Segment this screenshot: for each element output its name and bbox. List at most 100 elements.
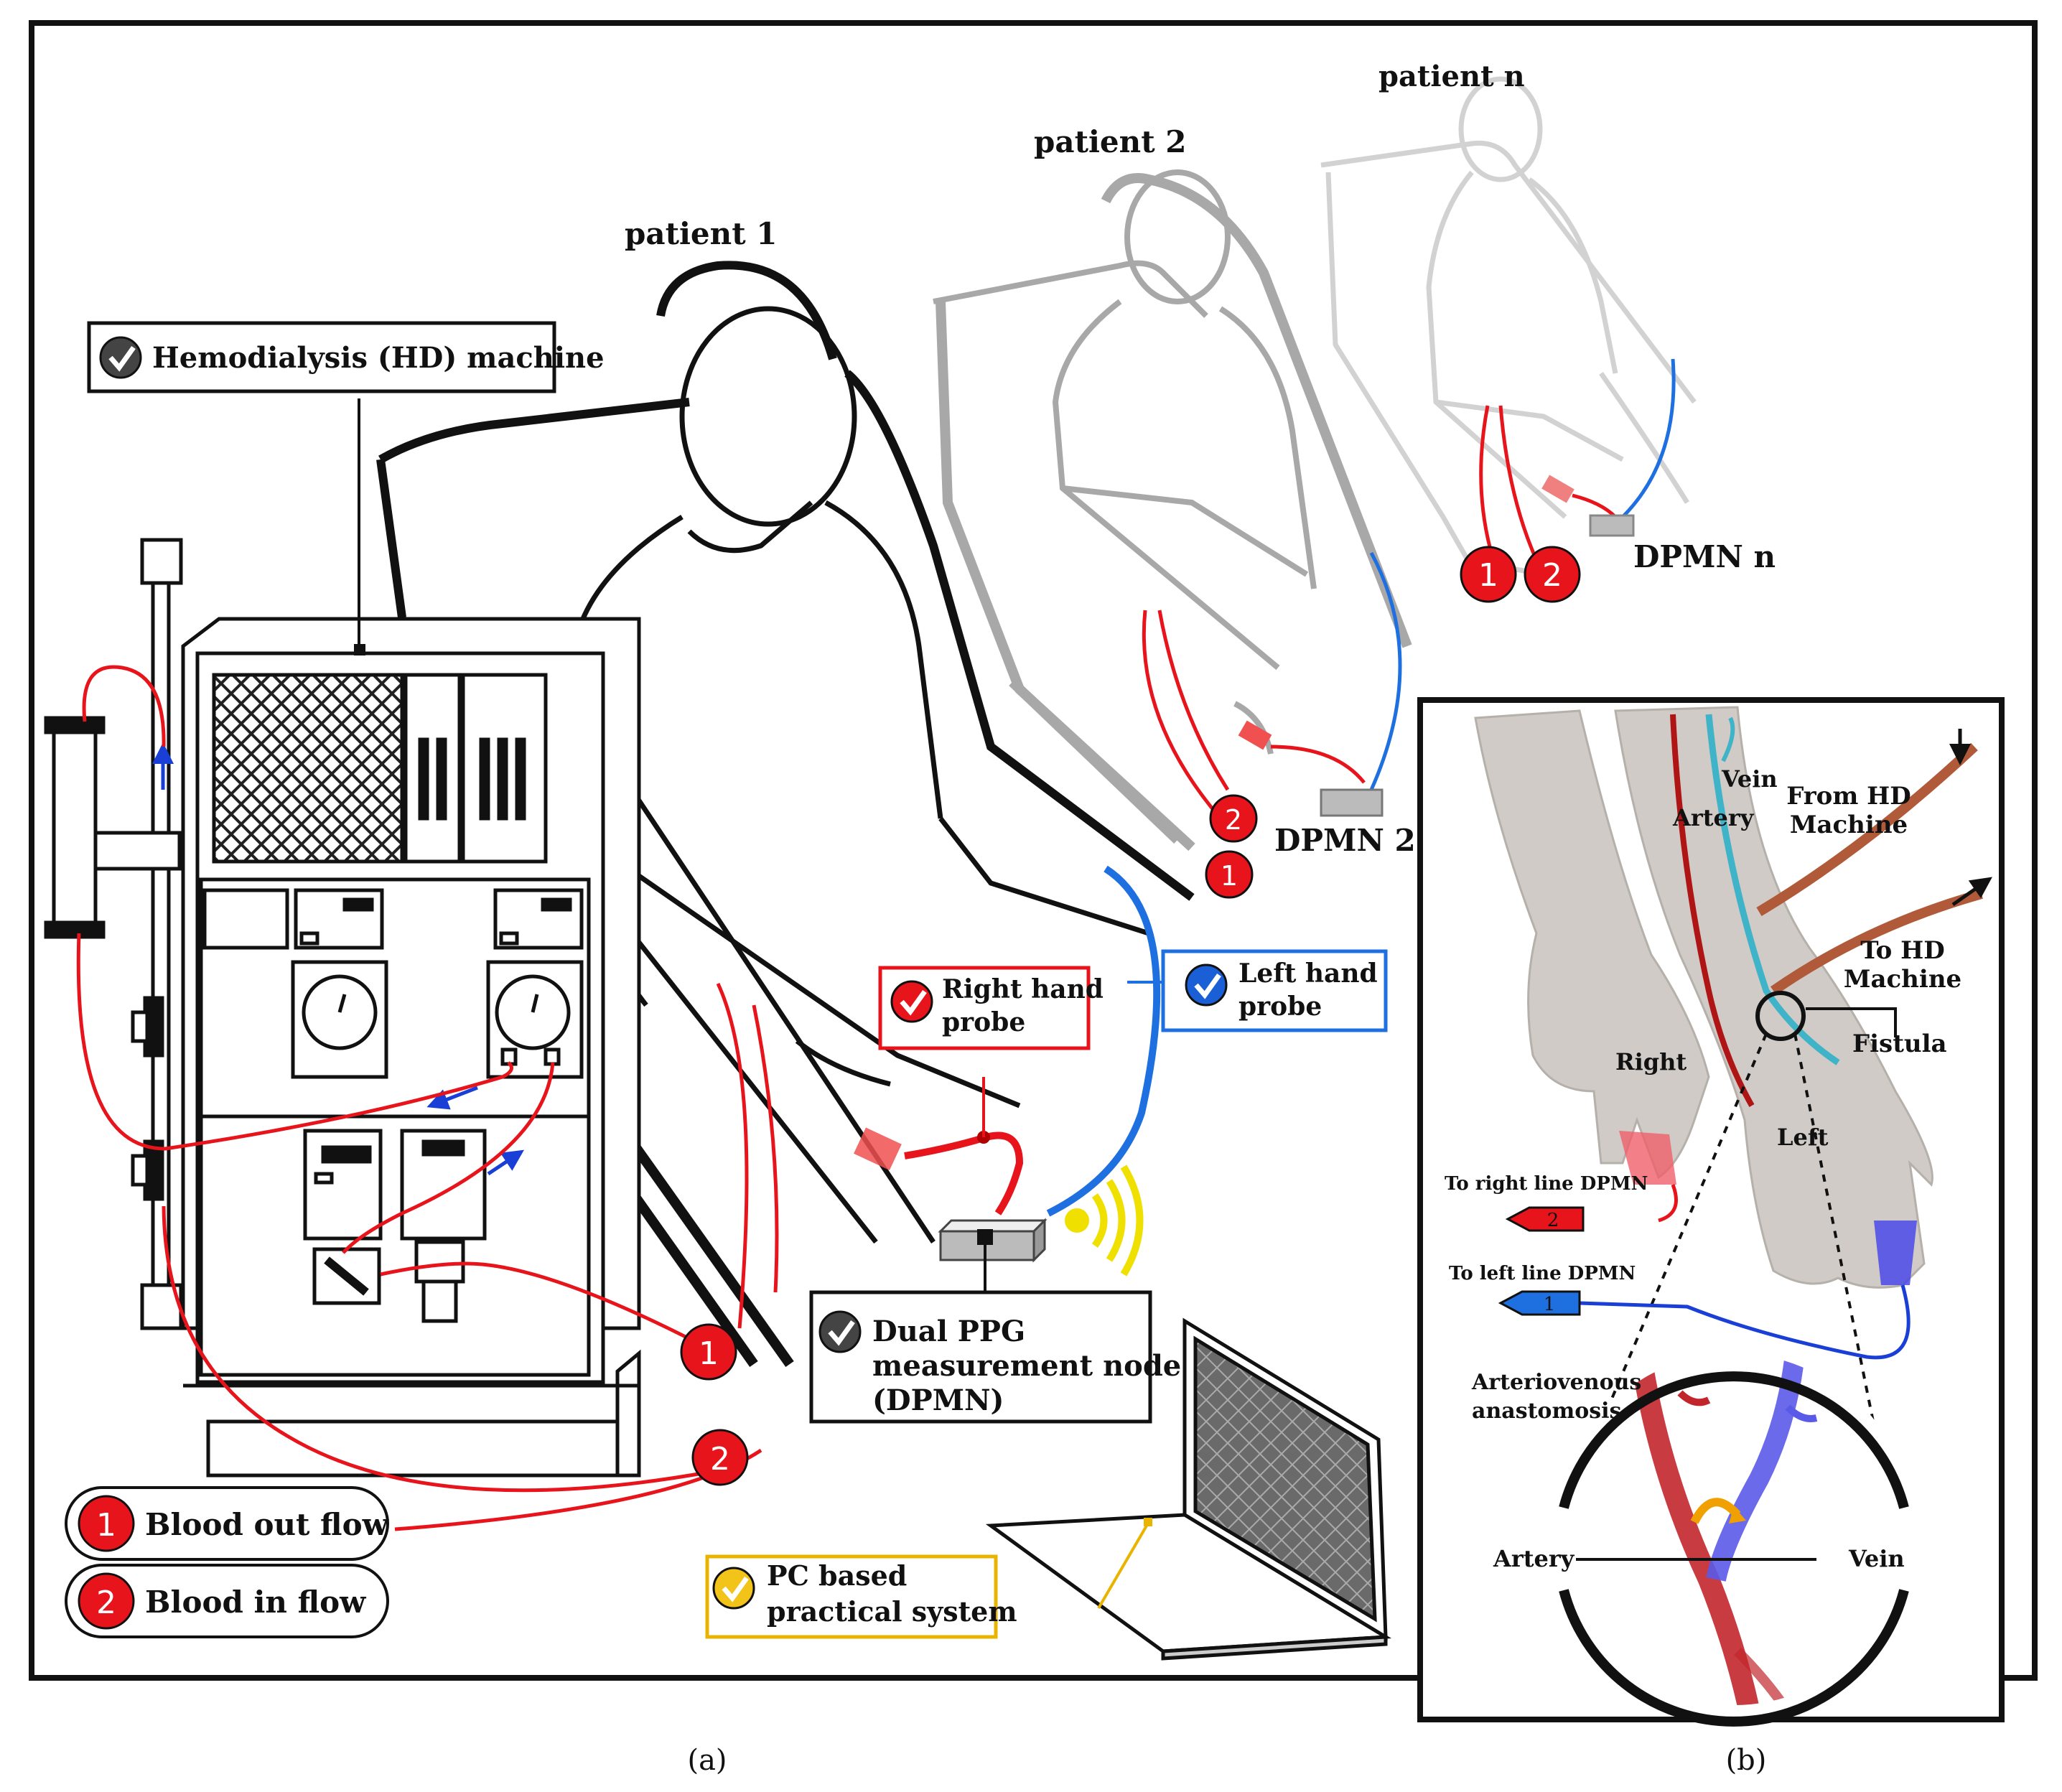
vein-label: Vein [1721, 765, 1778, 793]
dpmn-label-line2: measurement node [872, 1349, 1181, 1383]
right-probe-cable [904, 1131, 1024, 1215]
left-probe-label-line1: Left hand [1238, 958, 1378, 989]
fistula-circle [1755, 991, 1806, 1041]
svg-text:2: 2 [1542, 557, 1562, 594]
flow-arrow-left [426, 1086, 478, 1110]
svg-text:1: 1 [1478, 557, 1498, 594]
anastomosis-label-line1: Arteriovenous [1471, 1370, 1641, 1395]
left-hand-probe [1874, 1221, 1917, 1285]
hd-machine [181, 617, 641, 1478]
hd-leader-dot [354, 644, 365, 655]
svg-text:1: 1 [96, 1507, 116, 1544]
from-hd-tube [1756, 742, 1978, 917]
to-hd-label-line1: To HD [1860, 936, 1945, 965]
check-icon-dpmn [818, 1310, 862, 1353]
patient-n-blue-wire [1621, 358, 1676, 518]
right-hand-label: Right [1615, 1048, 1687, 1075]
left-hand-label: Left [1777, 1124, 1829, 1151]
zoom-line-left [1607, 1033, 1768, 1408]
pc-leader-dot [1144, 1518, 1152, 1526]
patient-2-figure [933, 169, 1412, 851]
legend-blood-out: 1 Blood out flow [65, 1486, 389, 1561]
patient-2-label: patient 2 [1034, 124, 1186, 159]
marker-1: 1 [680, 1323, 737, 1381]
dpmn-label-line3: (DPMN) [872, 1383, 1004, 1417]
hd-machine-label-box: Hemodialysis (HD) machine [87, 321, 605, 393]
artery-label: Artery [1672, 804, 1755, 831]
check-icon-pc [712, 1567, 755, 1610]
left-probe-cable [1046, 865, 1161, 1217]
fistula-label: Fistula [1852, 1030, 1947, 1058]
caption-a: (a) [687, 1744, 727, 1777]
check-icon-hd [99, 336, 142, 379]
magnified-artery-label: Artery [1493, 1545, 1575, 1572]
dpmn-label-line1: Dual PPG [872, 1315, 1025, 1348]
svg-text:1: 1 [1544, 1294, 1556, 1315]
patient-2-line-2 [1157, 610, 1230, 791]
to-hd-tube [1771, 889, 1983, 995]
right-probe-label-line1: Right hand [942, 974, 1104, 1004]
patient-n-marker-2: 2 [1524, 546, 1581, 603]
pc-label-line2: practical system [767, 1595, 1017, 1628]
fistula-leader [1806, 1007, 1897, 1037]
right-hand-probe [1619, 1131, 1676, 1185]
hd-machine-label: Hemodialysis (HD) machine [152, 341, 605, 375]
pc-leader [1097, 1521, 1150, 1610]
patient-2-probe [1238, 720, 1272, 750]
magnified-anastomosis [1556, 1351, 1912, 1727]
tag-left-line: 1 [1498, 1290, 1581, 1316]
patient-n-figure [1320, 76, 1697, 577]
patient-2-marker-1: 1 [1205, 850, 1254, 899]
svg-text:2: 2 [96, 1585, 116, 1621]
patient-2-line-1 [1142, 610, 1222, 820]
to-hd-arrow [1951, 877, 1992, 907]
svg-text:Blood out flow: Blood out flow [145, 1507, 389, 1542]
left-hand-probe-wire [1579, 1284, 1911, 1360]
dpmn-2-label: DPMN 2 [1274, 823, 1416, 858]
dpmn-label-box: Dual PPG measurement node (DPMN) [809, 1290, 1181, 1424]
blood-lines [76, 665, 779, 1531]
panel-a-frame [29, 20, 2038, 1681]
patient-n-label: patient n [1378, 60, 1525, 93]
patient-1-figure [376, 261, 1195, 1368]
arm-vein-branch [1721, 717, 1735, 762]
legend-blood-in: 2 Blood in flow [65, 1564, 389, 1638]
check-icon-right-probe [890, 980, 933, 1023]
right-probe-label-box: Right hand probe [878, 966, 1104, 1050]
right-hand [1474, 709, 1710, 1180]
arm-artery [1670, 714, 1755, 1107]
dpmn-node-anchor [977, 1229, 993, 1245]
to-hd-label-line2: Machine [1844, 965, 1961, 994]
dpmn-2-box [1320, 788, 1384, 817]
patient-n-probe [1541, 475, 1575, 503]
iv-pole [44, 538, 183, 1330]
to-left-line-label: To left line DPMN [1449, 1263, 1636, 1284]
svg-text:2: 2 [1547, 1210, 1559, 1231]
tag-right-line: 2 [1505, 1206, 1585, 1232]
magnified-vein-label: Vein [1848, 1545, 1905, 1572]
svg-text:1: 1 [699, 1335, 719, 1372]
patient-2-blue-wire [1369, 551, 1402, 791]
right-hand-probe-wire [1658, 1184, 1678, 1223]
dpmn-n-label: DPMN n [1633, 539, 1776, 574]
patient-n-probe-wire [1572, 493, 1617, 518]
zoom-line-right [1793, 1033, 1875, 1426]
pc-label-box: PC based practical system [705, 1554, 1017, 1639]
patient-2-probe-wire [1270, 745, 1366, 784]
patient-2-marker-2: 2 [1209, 794, 1258, 843]
left-probe-label-box: Left hand probe [1161, 949, 1388, 1032]
svg-text:2: 2 [1225, 804, 1242, 836]
right-probe-label-line2: probe [942, 1007, 1025, 1037]
patient-n-line-1 [1479, 405, 1496, 561]
arm-vein [1705, 714, 1840, 1065]
marker-2: 2 [691, 1429, 749, 1486]
svg-text:1: 1 [1221, 860, 1238, 892]
left-probe-label-line2: probe [1238, 991, 1322, 1022]
from-hd-label-line1: From HD [1786, 782, 1911, 811]
check-icon-left-probe [1185, 963, 1228, 1007]
patient-n-marker-1: 1 [1460, 546, 1517, 603]
dpmn-n-box [1589, 514, 1635, 537]
laptop [985, 1317, 1392, 1661]
svg-text:Blood in flow: Blood in flow [145, 1585, 366, 1620]
caption-b: (b) [1726, 1744, 1767, 1777]
